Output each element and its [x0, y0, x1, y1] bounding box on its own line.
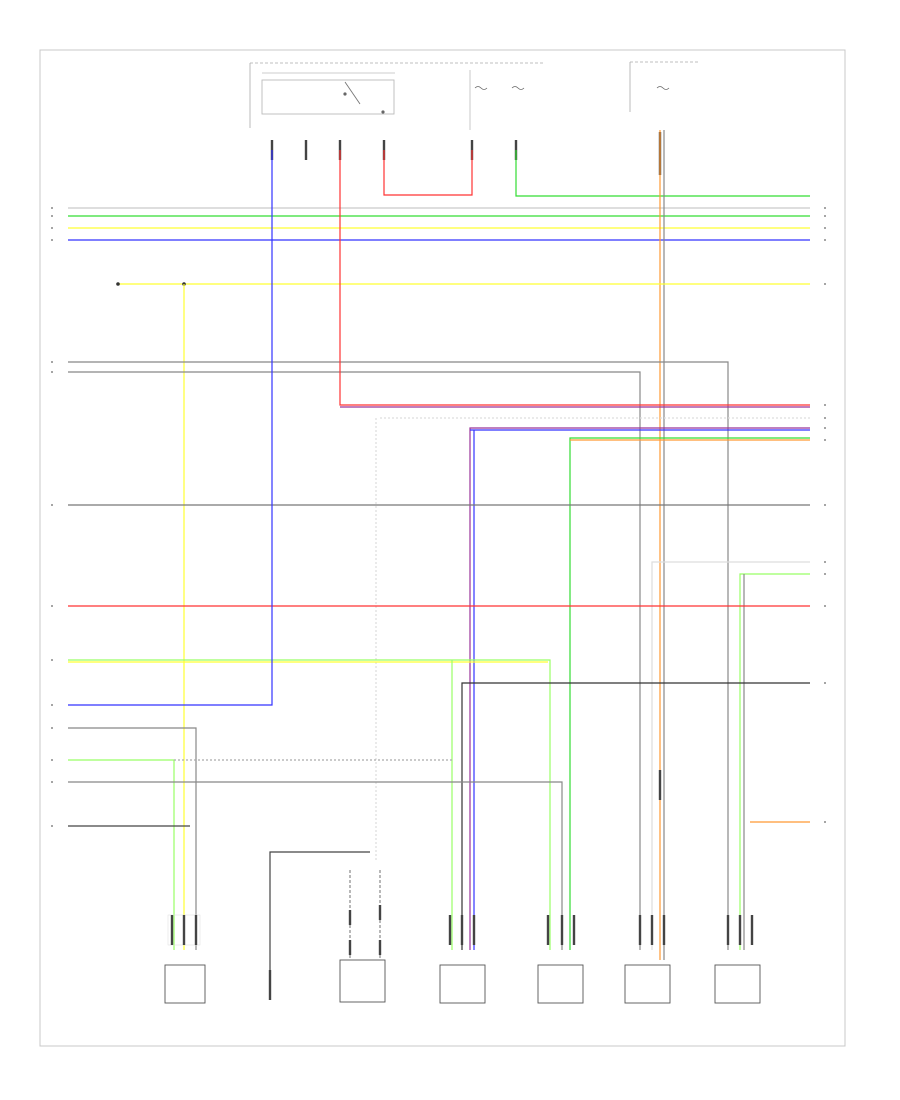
top-bus-wires: [68, 207, 810, 241]
right-edge-terminals: [824, 207, 826, 823]
red-purple-wires: [339, 150, 810, 950]
blue-wire: [68, 150, 273, 706]
main-relay-box: [261, 79, 395, 115]
gray-wires: [68, 361, 729, 950]
left-lower-wires: [68, 727, 563, 950]
fuse-icons: [474, 86, 670, 90]
fuse-relay-box: [249, 61, 700, 130]
top-connectors: [270, 132, 662, 175]
left-edge-terminals: [51, 207, 53, 827]
grn-yel-wire: [68, 659, 551, 950]
yellow-signal-wire: [116, 282, 810, 950]
black-ground-wire: [451, 660, 810, 950]
throttle-position-sensor-box: [164, 964, 206, 1004]
camshaft-sensor-box: [439, 964, 486, 1004]
component-boxes: [164, 959, 761, 1004]
ho2s-front-box: [624, 964, 671, 1004]
diagram-border: [39, 49, 846, 1047]
o2-sensor-wires: [651, 561, 810, 950]
crankshaft-sensor-box: [339, 959, 386, 1003]
relay-feed-wires: [383, 130, 810, 960]
bottom-connectors: [167, 770, 754, 1000]
fuel-tank-pressure-sensor-box: [537, 964, 584, 1004]
ho2s-rear-box: [714, 964, 761, 1004]
